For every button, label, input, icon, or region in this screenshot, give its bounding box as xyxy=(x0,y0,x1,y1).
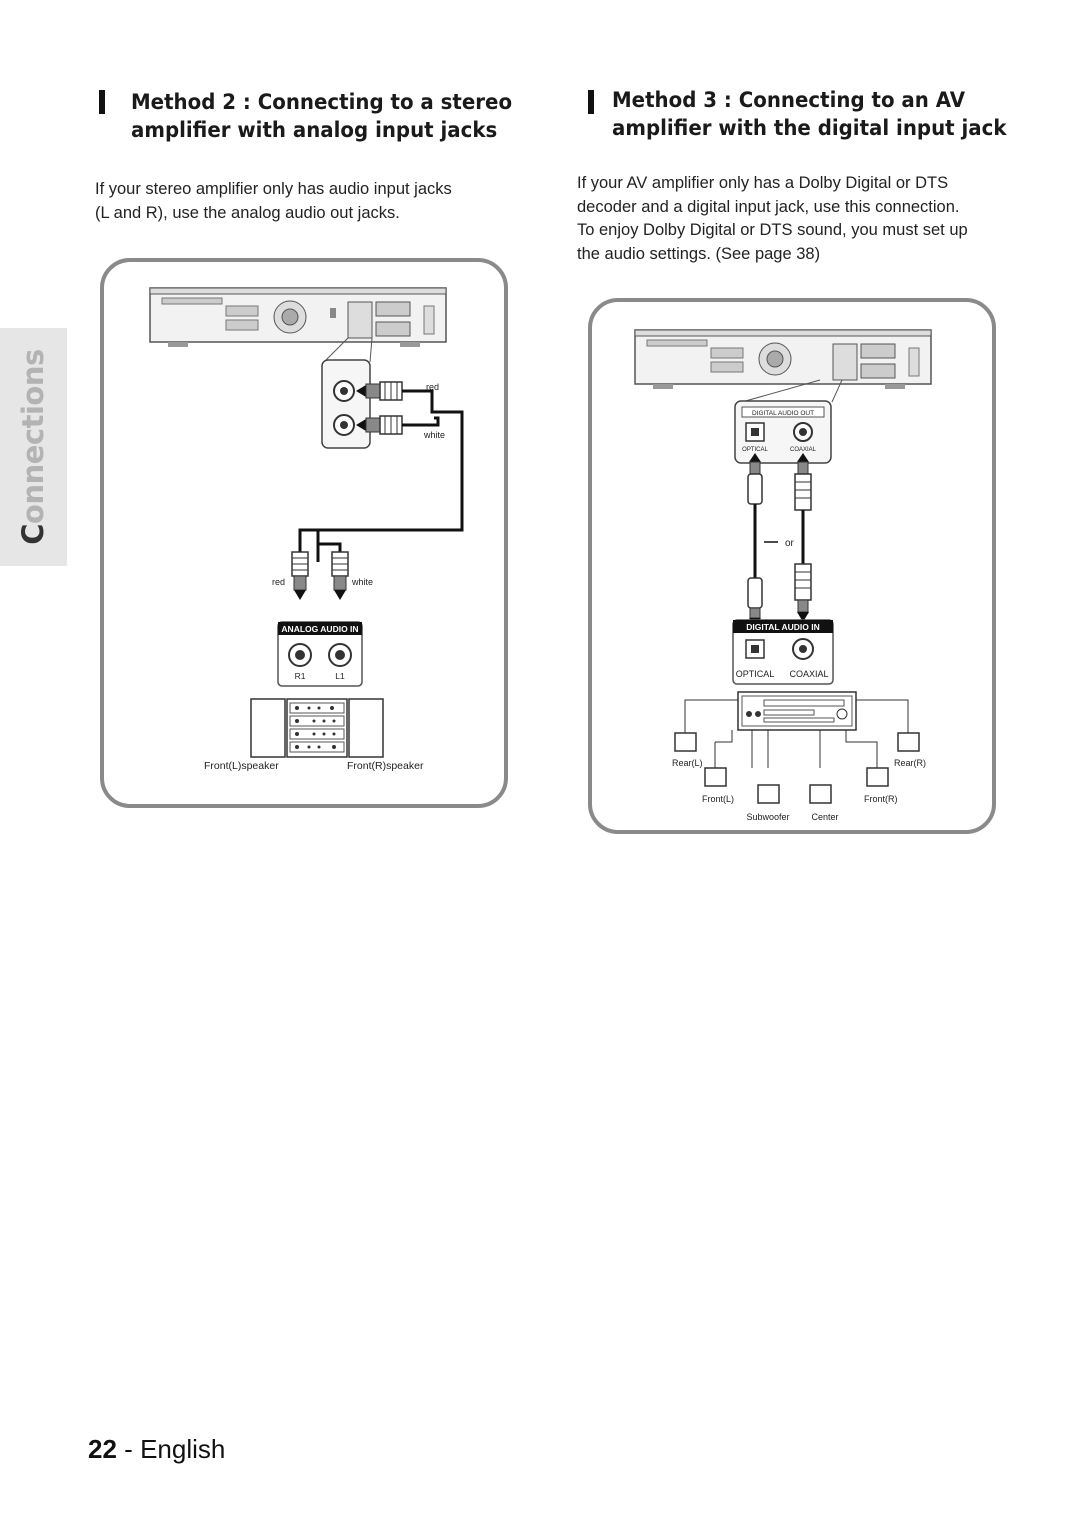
subwoofer-label: Subwoofer xyxy=(746,812,789,822)
av-amplifier xyxy=(737,691,857,731)
cable-label-white-top: white xyxy=(423,430,445,440)
plug-label-red: red xyxy=(272,577,285,587)
optical-in-label: OPTICAL xyxy=(736,669,775,679)
cable-label-red-top: red xyxy=(426,382,439,392)
method2-title-line1: Method 2 : Connecting to a stereo xyxy=(131,90,513,115)
analog-audio-in-label: ANALOG AUDIO IN xyxy=(281,624,358,634)
method2-title: Method 2 : Connecting to a stereo amplif… xyxy=(131,89,512,145)
optical-cable xyxy=(747,453,763,626)
speaker-front-left xyxy=(704,767,727,787)
method2-diagram-panel: red white red white ANALOG AUDIO IN xyxy=(100,258,508,808)
analog-connection-diagram: red white red white ANALOG AUDIO IN xyxy=(149,287,464,772)
rear-left-label: Rear(L) xyxy=(672,758,703,768)
front-right-label: Front(R) xyxy=(864,794,898,804)
section-side-tab: Connections xyxy=(0,328,67,566)
speaker-label-right: Front(R)speaker xyxy=(347,760,424,772)
dvd-recorder-rear xyxy=(634,329,932,389)
coaxial-cable xyxy=(794,453,812,622)
center-label: Center xyxy=(811,812,838,822)
or-label: or xyxy=(785,538,795,549)
method2-description: If your stereo amplifier only has audio … xyxy=(95,180,452,222)
footer-language: English xyxy=(140,1434,226,1464)
subwoofer-speaker xyxy=(757,784,780,804)
coaxial-out-label: COAXIAL xyxy=(790,447,817,453)
method3-title-line1: Method 3 : Connecting to an AV xyxy=(612,88,966,113)
method3-description: If your AV amplifier only has a Dolby Di… xyxy=(577,174,968,263)
rca-plug-red-bottom xyxy=(291,551,309,600)
heading-bullet-bar xyxy=(99,90,105,114)
method2-title-line2: amplifier with analog input jacks xyxy=(131,118,498,143)
speaker-front-right xyxy=(866,767,889,787)
heading-bullet-bar xyxy=(588,90,594,114)
digital-audio-out-label: DIGITAL AUDIO OUT xyxy=(752,410,814,417)
digital-audio-in-label: DIGITAL AUDIO IN xyxy=(746,622,820,632)
rca-plug-white-top xyxy=(356,415,403,435)
jack-label-r1: R1 xyxy=(295,671,306,681)
footer-separator: - xyxy=(124,1434,133,1464)
optical-out-label: OPTICAL xyxy=(742,447,768,453)
plug-label-white: white xyxy=(351,577,373,587)
speaker-right xyxy=(348,698,384,758)
speaker-label-left: Front(L)speaker xyxy=(204,760,279,772)
digital-connection-diagram: DIGITAL AUDIO OUT OPTICAL COAXIAL xyxy=(634,329,932,822)
page-footer: 22 - English xyxy=(88,1434,225,1465)
coaxial-in-label: COAXIAL xyxy=(789,669,828,679)
speaker-rear-left xyxy=(674,732,697,752)
speaker-left xyxy=(250,698,286,758)
stereo-amplifier xyxy=(286,698,348,758)
method3-title: Method 3 : Connecting to an AV amplifier… xyxy=(612,87,1007,143)
page-number: 22 xyxy=(88,1434,117,1464)
method3-diagram-panel: DIGITAL AUDIO OUT OPTICAL COAXIAL xyxy=(588,298,996,834)
rear-right-label: Rear(R) xyxy=(894,758,926,768)
dvd-recorder-rear xyxy=(149,287,447,347)
rca-plug-white-bottom xyxy=(331,551,349,600)
speaker-rear-right xyxy=(897,732,920,752)
method3-title-line2: amplifier with the digital input jack xyxy=(612,116,1007,141)
center-speaker xyxy=(809,784,832,804)
front-left-label: Front(L) xyxy=(702,794,734,804)
section-tab-label: Connections xyxy=(16,349,50,545)
jack-label-l1: L1 xyxy=(335,671,345,681)
